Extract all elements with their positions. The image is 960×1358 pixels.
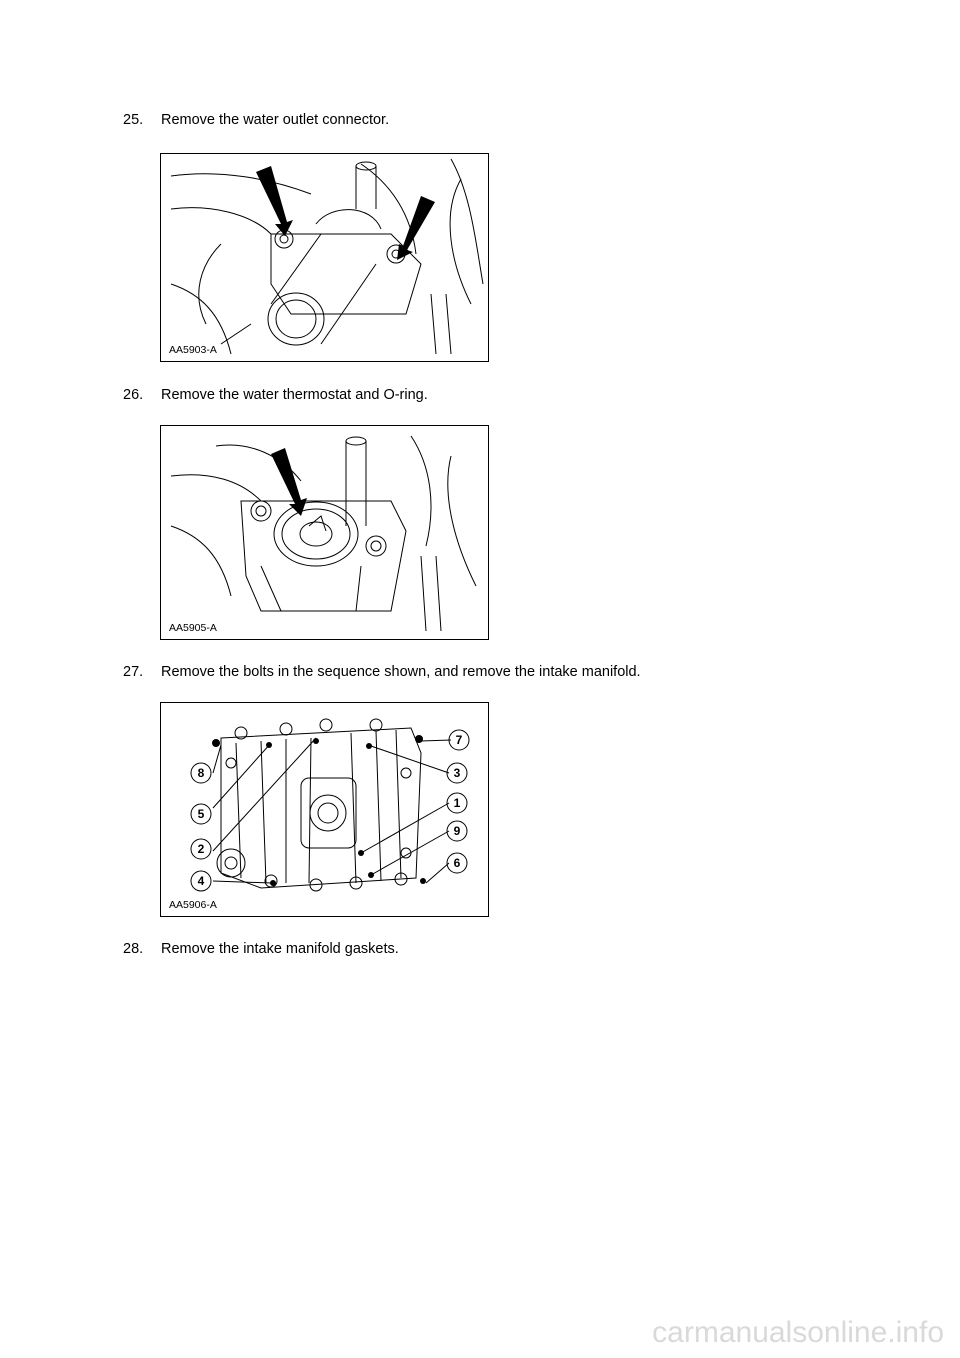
step-25: 25. Remove the water outlet connector. bbox=[123, 111, 389, 129]
step-26: 26. Remove the water thermostat and O-rin… bbox=[123, 386, 428, 404]
callout-3: 3 bbox=[454, 766, 461, 780]
step-number: 27. bbox=[123, 664, 144, 680]
water-thermostat-illustration bbox=[170, 435, 477, 632]
callout-6: 6 bbox=[454, 856, 461, 870]
callout-9: 9 bbox=[454, 824, 461, 838]
callout-1: 1 bbox=[454, 796, 461, 810]
step-number: 25. bbox=[123, 112, 144, 128]
figure-id: AA5905-A bbox=[169, 622, 217, 634]
step-number: 26. bbox=[123, 387, 144, 403]
step-text: Remove the bolts in the sequence shown, … bbox=[161, 664, 641, 680]
water-outlet-illustration bbox=[170, 158, 484, 355]
watermark: carmanualsonline.info bbox=[652, 1316, 944, 1349]
callout-2: 2 bbox=[198, 842, 205, 856]
step-28: 28. Remove the intake manifold gaskets. bbox=[123, 940, 399, 958]
step-text: Remove the water thermostat and O-ring. bbox=[161, 387, 428, 403]
intake-manifold-illustration: 7 8 3 5 1 9 2 6 4 bbox=[190, 718, 470, 892]
callout-5: 5 bbox=[198, 807, 205, 821]
callout-7: 7 bbox=[456, 733, 463, 747]
step-text: Remove the intake manifold gaskets. bbox=[161, 941, 399, 957]
callout-4: 4 bbox=[198, 874, 205, 888]
figure-water-outlet-connector: AA5903-A bbox=[160, 153, 489, 362]
figure-id: AA5906-A bbox=[169, 899, 217, 911]
figure-water-thermostat: AA5905-A bbox=[160, 425, 489, 640]
callout-8: 8 bbox=[198, 766, 205, 780]
step-27: 27. Remove the bolts in the sequence show… bbox=[123, 663, 641, 681]
step-text: Remove the water outlet connector. bbox=[161, 112, 390, 128]
figure-id: AA5903-A bbox=[169, 344, 217, 356]
step-number: 28. bbox=[123, 941, 144, 957]
figure-intake-manifold-bolt-sequence: 7 8 3 5 1 9 2 6 4 AA5906-A bbox=[160, 702, 489, 917]
